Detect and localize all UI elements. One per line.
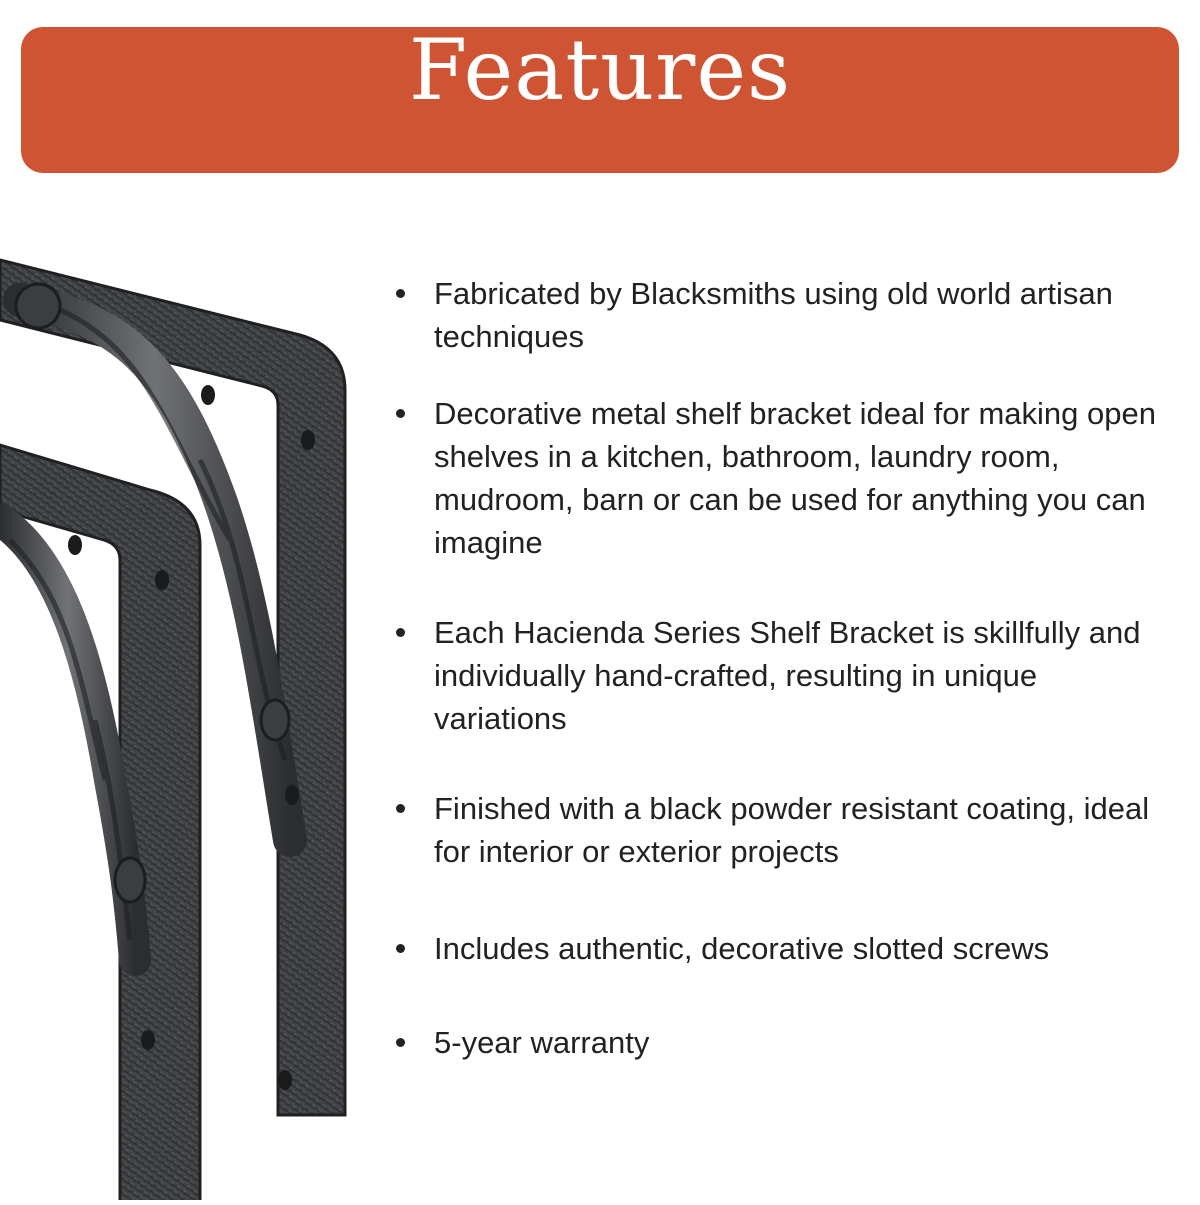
bullet-icon <box>396 1038 405 1047</box>
feature-text: 5-year warranty <box>434 1025 650 1060</box>
list-item: Finished with a black powder resistant c… <box>390 787 1170 873</box>
feature-text: Fabricated by Blacksmiths using old worl… <box>434 276 1113 354</box>
shelf-bracket-image <box>0 240 380 1205</box>
bullet-icon <box>396 289 405 298</box>
feature-text: Finished with a black powder resistant c… <box>434 791 1150 869</box>
list-item: Each Hacienda Series Shelf Bracket is sk… <box>390 611 1170 740</box>
list-item: 5-year warranty <box>390 1021 1170 1064</box>
list-item: Fabricated by Blacksmiths using old worl… <box>390 272 1170 358</box>
bullet-icon <box>396 628 405 637</box>
features-header-banner: Features <box>21 27 1179 173</box>
bullet-icon <box>396 804 405 813</box>
list-item: Decorative metal shelf bracket ideal for… <box>390 392 1170 564</box>
list-item: Includes authentic, decorative slotted s… <box>390 927 1170 970</box>
bullet-icon <box>396 944 405 953</box>
feature-text: Includes authentic, decorative slotted s… <box>434 931 1050 966</box>
feature-text: Decorative metal shelf bracket ideal for… <box>434 396 1156 560</box>
bullet-icon <box>396 409 405 418</box>
page-title: Features <box>408 20 792 119</box>
feature-text: Each Hacienda Series Shelf Bracket is sk… <box>434 615 1141 736</box>
